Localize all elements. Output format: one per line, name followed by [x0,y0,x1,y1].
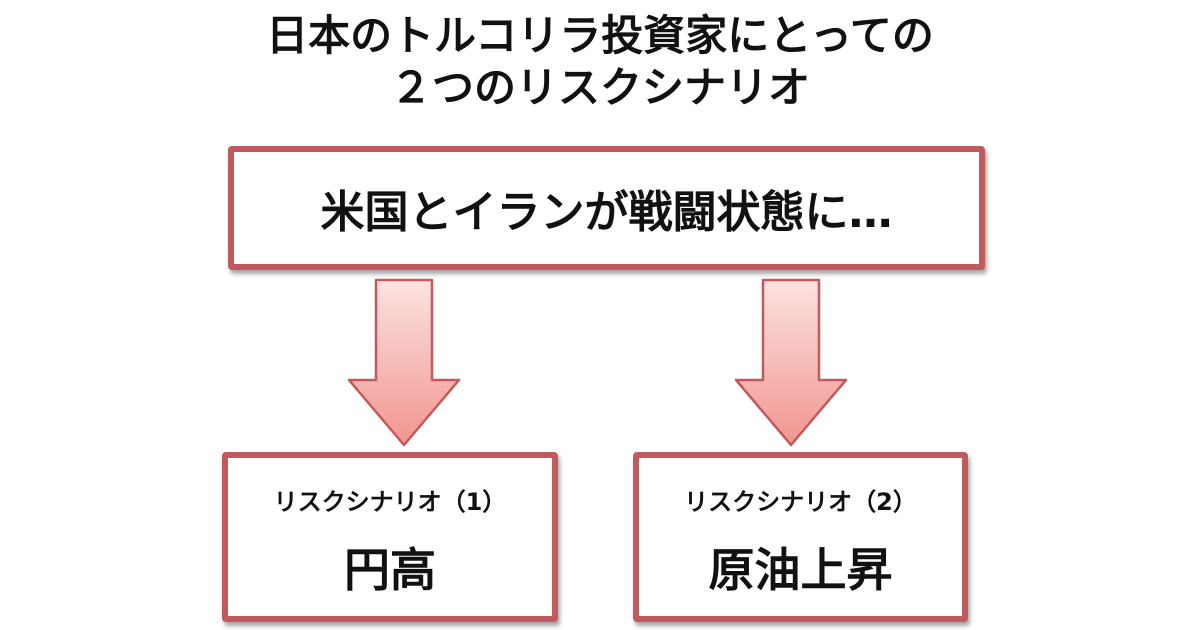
scenario-box-1: リスクシナリオ（1） 円高 [222,452,558,622]
scenario-2-label: リスクシナリオ（2） [684,488,917,516]
trigger-label: 米国とイランが戦闘状態に… [320,187,893,238]
scenario-1-label: リスクシナリオ（1） [273,488,507,516]
scenario-box-2: リスクシナリオ（2） 原油上昇 [633,452,968,622]
scenario-2-outcome: 原油上昇 [708,543,893,597]
title-line-1: 日本のトルコリラ投資家にとっての [266,11,934,60]
title-line-2: ２つのリスクシナリオ [389,63,810,112]
trigger-box: 米国とイランが戦闘状態に… [228,146,985,270]
down-arrow-icon [734,278,848,447]
down-arrow-icon [347,278,461,447]
scenario-1-outcome: 円高 [344,543,436,597]
diagram-title: 日本のトルコリラ投資家にとっての ２つのリスクシナリオ [0,10,1200,114]
